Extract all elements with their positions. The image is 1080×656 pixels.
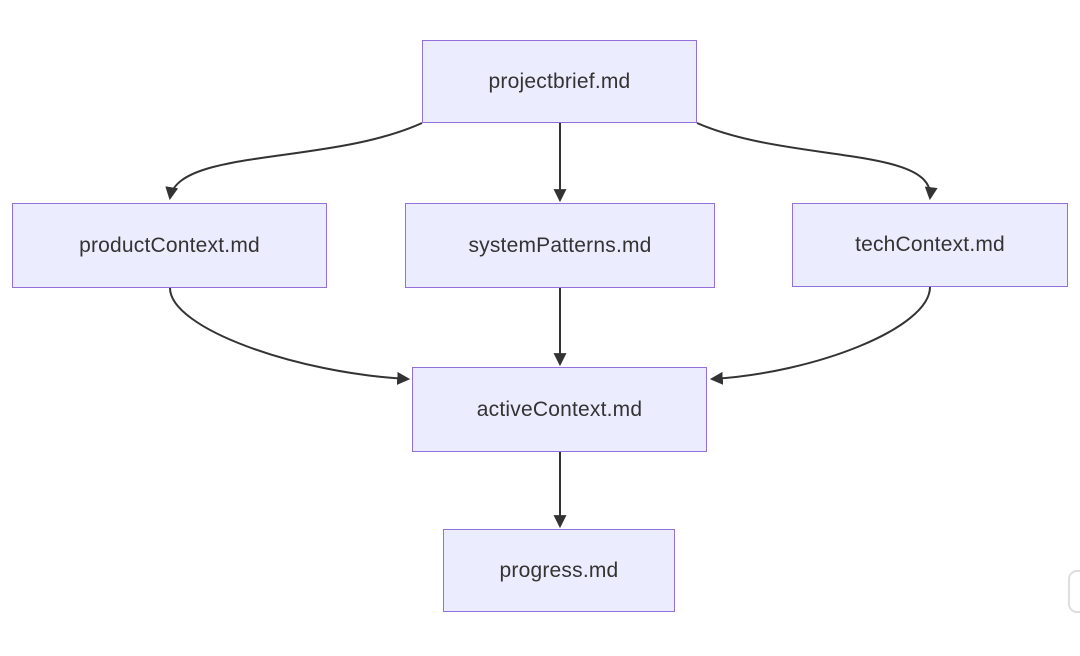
floating-button-partial[interactable] [1068,570,1080,613]
node-progress: progress.md [443,529,675,612]
node-productcontext-label: productContext.md [79,233,260,257]
node-projectbrief-label: projectbrief.md [488,69,631,93]
node-systempatterns-label: systemPatterns.md [468,233,652,257]
node-projectbrief: projectbrief.md [422,40,697,123]
node-techcontext-label: techContext.md [855,233,1005,256]
edge-productContext-activeContext [169,287,411,385]
node-systempatterns: systemPatterns.md [405,203,715,288]
node-activecontext: activeContext.md [412,367,707,452]
node-productcontext: productContext.md [12,203,327,288]
edge-projectbrief-techContext [696,122,938,201]
node-activecontext-label: activeContext.md [476,397,643,421]
edge-techContext-activeContext [709,286,931,385]
node-techcontext: techContext.md [792,203,1068,287]
edge-projectbrief-productContext [165,122,423,201]
node-progress-label: progress.md [499,558,619,582]
